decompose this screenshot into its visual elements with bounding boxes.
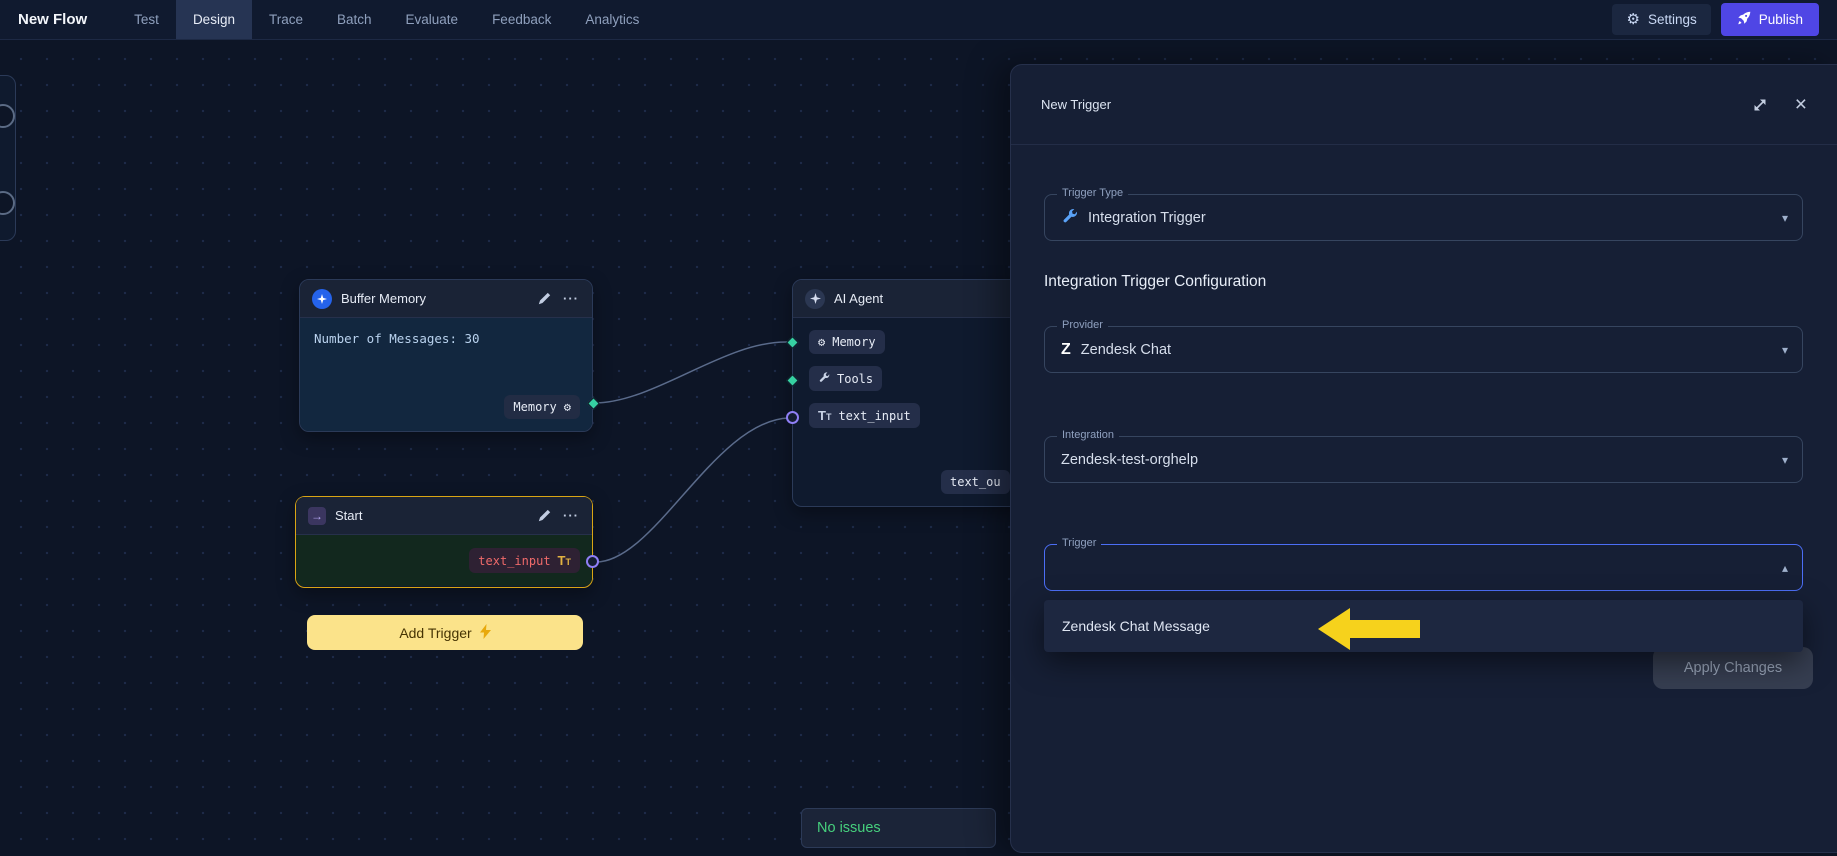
chevron-down-icon: ▾ — [1781, 210, 1788, 225]
drawer-body: Trigger Type Integration Trigger ▾ Integ… — [1011, 145, 1837, 852]
chevron-down-icon: ▾ — [1781, 342, 1788, 357]
top-bar: New Flow Test Design Trace Batch Evaluat… — [0, 0, 1837, 40]
buffer-memory-config-text: Number of Messages: 30 — [314, 331, 480, 346]
partial-node-port-top[interactable] — [0, 104, 15, 128]
issues-status-text: No issues — [817, 820, 881, 836]
tab-trace[interactable]: Trace — [268, 12, 303, 27]
provider-label: Provider — [1057, 319, 1108, 331]
buffer-memory-header: Buffer Memory ··· — [300, 280, 592, 318]
tab-analytics[interactable]: Analytics — [585, 12, 640, 27]
provider-select[interactable]: Provider Z Zendesk Chat ▾ — [1044, 319, 1803, 373]
gear-icon: ⚙ — [818, 335, 826, 349]
wrench-icon — [818, 371, 830, 386]
chevron-up-icon: ▴ — [1781, 560, 1788, 575]
start-node-icon: → — [308, 506, 326, 525]
partial-node[interactable] — [0, 75, 16, 241]
settings-label: Settings — [1647, 12, 1697, 27]
expand-icon[interactable] — [1751, 96, 1769, 114]
buffer-memory-body: Number of Messages: 30 Memory ⚙ — [300, 318, 592, 431]
node-ai-agent[interactable]: AI Agent ⚙ Memory Tools TT text_input te… — [785, 279, 1038, 507]
apply-changes-label: Apply Changes — [1683, 660, 1783, 676]
node-title: Start — [335, 508, 363, 523]
memory-node-icon — [312, 288, 332, 309]
provider-value: Zendesk Chat — [1080, 341, 1172, 358]
memory-output-badge[interactable]: Memory ⚙ — [504, 395, 580, 419]
apply-changes-button[interactable]: Apply Changes — [1653, 647, 1813, 689]
integration-label: Integration — [1057, 429, 1119, 441]
add-trigger-button[interactable]: Add Trigger — [307, 615, 583, 650]
publish-button[interactable]: Publish — [1720, 3, 1819, 36]
more-options-icon[interactable]: ··· — [563, 508, 579, 523]
issues-status-bar[interactable]: No issues — [801, 808, 996, 848]
partial-node-port-bottom[interactable] — [0, 191, 15, 215]
edit-pencil-icon[interactable] — [535, 292, 553, 305]
add-trigger-label: Add Trigger — [399, 624, 472, 641]
integration-value: Zendesk-test-orghelp — [1061, 451, 1199, 468]
drawer-title: New Trigger — [1041, 97, 1112, 112]
tab-evaluate[interactable]: Evaluate — [405, 12, 459, 27]
drawer-header: New Trigger × — [1011, 65, 1837, 145]
start-body: text_input TT — [296, 535, 592, 586]
ai-agent-icon — [805, 288, 825, 309]
wrench-icon — [1061, 207, 1078, 229]
gear-icon: ⚙ — [563, 400, 571, 414]
integration-config-heading: Integration Trigger Configuration — [1044, 273, 1267, 290]
agent-text-input-badge[interactable]: TT text_input — [809, 403, 920, 428]
gear-icon: ⚙ — [1626, 11, 1640, 28]
ai-agent-header: AI Agent — [793, 280, 1037, 318]
node-buffer-memory[interactable]: Buffer Memory ··· Number of Messages: 30… — [299, 279, 600, 432]
agent-memory-input-badge[interactable]: ⚙ Memory — [809, 330, 885, 354]
integration-select[interactable]: Integration Zendesk-test-orghelp ▾ — [1044, 429, 1803, 483]
start-header: → Start ··· — [296, 497, 592, 535]
start-output-port[interactable] — [586, 555, 599, 568]
node-title: AI Agent — [834, 291, 884, 306]
settings-button[interactable]: ⚙ Settings — [1612, 4, 1711, 35]
agent-text-input-port[interactable] — [786, 411, 799, 424]
chevron-down-icon: ▾ — [1781, 452, 1788, 467]
edit-pencil-icon[interactable] — [535, 509, 553, 522]
trigger-type-label: Trigger Type — [1057, 187, 1129, 199]
flow-title: New Flow — [18, 11, 88, 28]
agent-text-output-badge[interactable]: text_ou — [941, 470, 1010, 494]
tab-design[interactable]: Design — [175, 0, 252, 39]
zendesk-icon: Z — [1061, 340, 1071, 358]
text-input-output-badge[interactable]: text_input TT — [469, 548, 580, 573]
lightning-bolt-icon — [479, 623, 491, 642]
tab-batch[interactable]: Batch — [336, 12, 372, 27]
topbar-spacer — [656, 0, 1612, 39]
text-type-icon: TT — [557, 553, 571, 568]
trigger-type-value: Integration Trigger — [1088, 209, 1206, 226]
rocket-icon — [1737, 11, 1751, 28]
tab-test[interactable]: Test — [134, 12, 159, 27]
publish-label: Publish — [1758, 12, 1803, 27]
new-trigger-drawer: New Trigger × Trigger Type Integration T… — [1010, 64, 1837, 853]
dropdown-option-zendesk-chat-message[interactable]: Zendesk Chat Message — [1062, 618, 1210, 634]
node-start[interactable]: → Start ··· text_input TT — [295, 496, 599, 588]
more-options-icon[interactable]: ··· — [563, 291, 579, 306]
trigger-dropdown-menu: Zendesk Chat Message — [1044, 600, 1803, 652]
text-type-icon: TT — [818, 408, 832, 423]
tab-feedback[interactable]: Feedback — [492, 12, 552, 27]
ai-agent-inputs: ⚙ Memory Tools TT text_input — [793, 318, 1037, 440]
trigger-select[interactable]: Trigger ▴ — [1044, 537, 1803, 591]
close-icon[interactable]: × — [1794, 93, 1807, 116]
trigger-label: Trigger — [1057, 537, 1102, 549]
node-title: Buffer Memory — [341, 291, 427, 306]
agent-tools-input-badge[interactable]: Tools — [809, 366, 883, 391]
trigger-type-select[interactable]: Trigger Type Integration Trigger ▾ — [1044, 187, 1803, 241]
